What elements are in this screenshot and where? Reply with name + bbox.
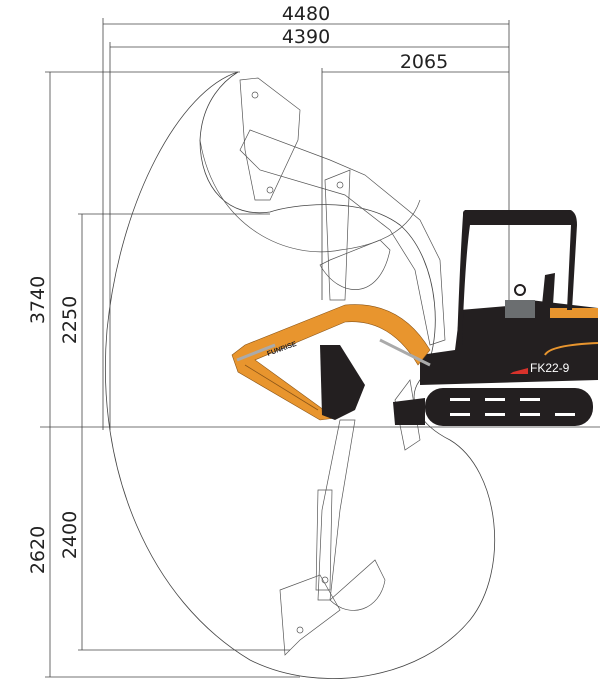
dim-max-digging-depth: 2620 — [27, 526, 49, 574]
dim-vertical-wall-depth: 2400 — [59, 511, 81, 559]
ghost-arm-lowered — [279, 379, 421, 656]
working-envelope — [104, 71, 496, 679]
seat — [505, 300, 535, 318]
track — [425, 388, 593, 426]
canopy — [457, 210, 577, 345]
dim-max-reach-ground: 4390 — [282, 26, 330, 48]
excavator: FK22-9 FUNRISE — [231, 210, 599, 426]
steering — [514, 284, 526, 296]
dim-max-digging-height: 3740 — [27, 276, 49, 324]
bucket — [320, 345, 365, 420]
inner-arc — [199, 139, 421, 253]
upper-body — [420, 300, 598, 385]
dozer-blade — [393, 398, 425, 425]
dim-max-digging-reach: 4480 — [282, 3, 330, 25]
ghost-arm-raised — [239, 77, 446, 346]
boom-arm — [231, 304, 431, 421]
dimension-lines — [40, 18, 600, 678]
model-label: FK22-9 — [530, 361, 570, 375]
dim-max-dump-height: 2250 — [59, 296, 81, 344]
dim-min-swing-radius: 2065 — [400, 51, 448, 73]
